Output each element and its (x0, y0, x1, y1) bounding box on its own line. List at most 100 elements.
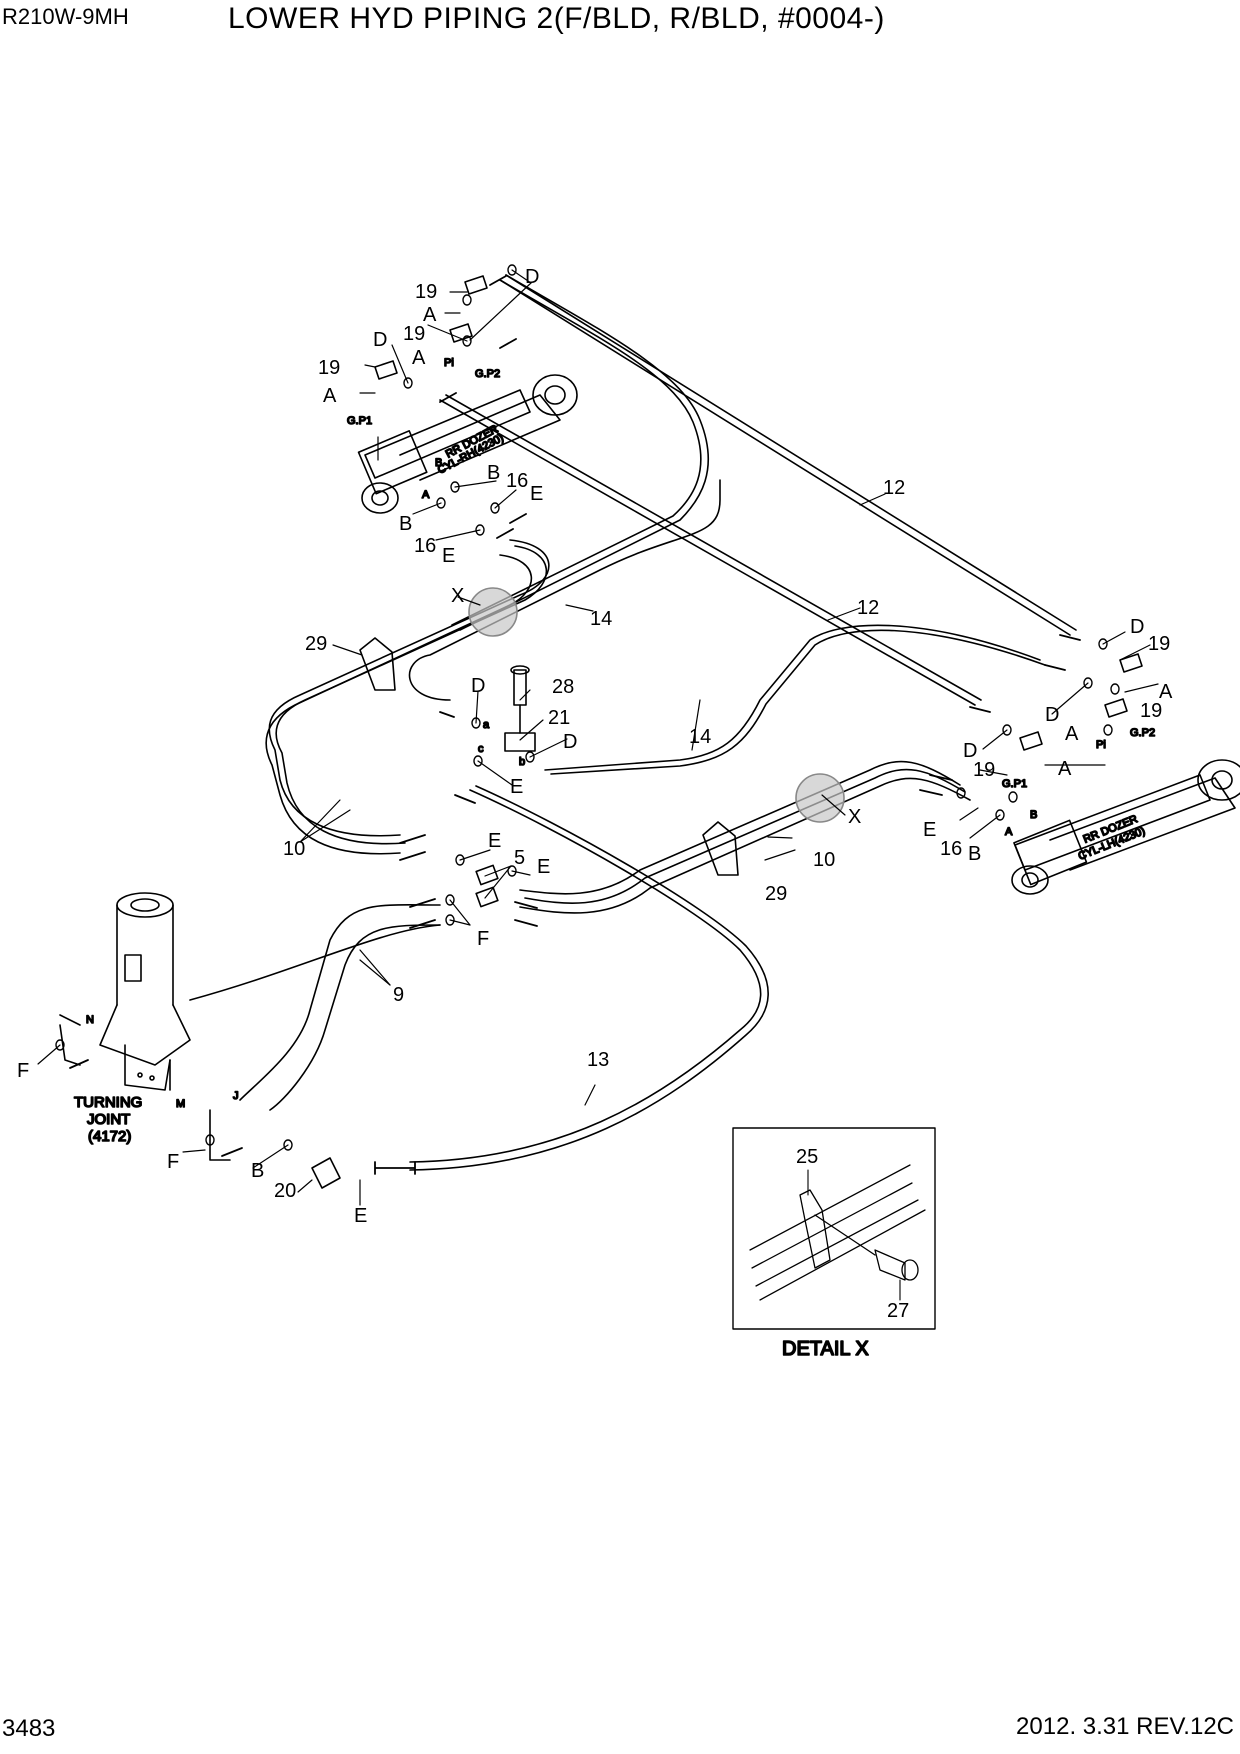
callout-e-4: E (923, 819, 936, 841)
port-gp1-rh: G.P1 (347, 415, 372, 427)
port-b-lh: B (1030, 809, 1037, 821)
hose-10-left (265, 539, 550, 855)
callout-a-b: A (412, 347, 426, 369)
callout-a-c: A (323, 385, 337, 407)
detail-x-caption: DETAIL X (782, 1338, 869, 1360)
callout-d-3: D (471, 675, 485, 697)
hose-9 (189, 904, 441, 1111)
turning-joint (59, 892, 231, 1161)
model-code: R210W-9MH (2, 4, 129, 29)
o-rings (55, 264, 1120, 1151)
hose-end-fittings (69, 275, 1081, 1175)
port-m: M (176, 1098, 185, 1110)
callout-13: 13 (587, 1049, 609, 1071)
hose-13 (409, 785, 769, 1171)
callout-e-2: E (442, 545, 455, 567)
callout-20: 20 (274, 1180, 296, 1202)
callout-e-5: E (488, 830, 501, 852)
callout-19-b: 19 (403, 323, 425, 345)
callout-12-a: 12 (883, 477, 905, 499)
tee-fitting-21 (504, 665, 536, 752)
port-pi-lh: Pi (1096, 739, 1106, 751)
callout-a-d: A (1159, 681, 1173, 703)
hose-12-upper (499, 274, 1077, 636)
callout-f-3: F (167, 1151, 179, 1173)
detail-x-box (732, 1127, 936, 1330)
callout-14-b: 14 (689, 726, 711, 748)
hose-12-lower (439, 394, 982, 706)
turning-joint-label-2: JOINT (87, 1111, 130, 1128)
port-j: J (233, 1090, 239, 1102)
callout-29-a: 29 (305, 633, 327, 655)
callout-f-1: F (477, 928, 489, 950)
page-title: LOWER HYD PIPING 2(F/BLD, R/BLD, #0004-) (228, 2, 885, 35)
leader-lines (37, 269, 1159, 1206)
callout-e-7: E (354, 1205, 367, 1227)
callout-d-b: D (373, 329, 387, 351)
turning-joint-label-1: TURNING (74, 1094, 142, 1111)
page-number: 3483 (2, 1715, 56, 1742)
tee-port-a: a (483, 719, 490, 731)
callout-25: 25 (796, 1146, 818, 1168)
port-gp2-rh: G.P2 (475, 368, 500, 380)
callout-b-4: B (251, 1160, 264, 1182)
callout-28: 28 (552, 676, 574, 698)
callout-a-f: A (1058, 758, 1072, 780)
callout-labels: 19 D A 19 A D 19 A B B 16 E 16 E X 14 12… (17, 266, 1173, 1322)
hose-upper-loop (451, 274, 710, 631)
hose-14 (408, 479, 1046, 775)
port-a-lh: A (1005, 826, 1013, 838)
callout-e-1: E (530, 483, 543, 505)
callout-b-1: B (487, 462, 500, 484)
callout-16-c: 16 (940, 838, 962, 860)
callout-b-2: B (399, 513, 412, 535)
callout-b-3: B (968, 843, 981, 865)
revision-date: 2012. 3.31 REV.12C (1016, 1713, 1234, 1740)
port-n: N (86, 1014, 94, 1026)
callout-x-1: X (451, 585, 464, 607)
callout-10-a: 10 (283, 838, 305, 860)
callout-12-b: 12 (857, 597, 879, 619)
callout-19-c: 19 (318, 357, 340, 379)
callout-19-f: 19 (973, 759, 995, 781)
callout-e-3: E (510, 776, 523, 798)
callout-x-2: X (848, 806, 861, 828)
port-a-rh: A (422, 489, 430, 501)
detail-x-marker-upper[interactable] (468, 587, 518, 637)
port-gp1-lh: G.P1 (1002, 778, 1027, 790)
callout-14-a: 14 (590, 608, 612, 630)
hose-10-right (519, 760, 971, 914)
callout-16-b: 16 (414, 535, 436, 557)
callout-a-e: A (1065, 723, 1079, 745)
callout-9: 9 (393, 984, 404, 1006)
port-pi-rh: Pi (444, 357, 454, 369)
elbow-20 (311, 1157, 341, 1189)
callout-f-2: F (17, 1060, 29, 1082)
tee-port-c: c (478, 743, 484, 755)
callout-21: 21 (548, 707, 570, 729)
callout-d-4: D (563, 731, 577, 753)
callout-e-6: E (537, 856, 550, 878)
callout-29-b: 29 (765, 883, 787, 905)
callout-5: 5 (514, 847, 525, 869)
dozer-cylinder-lh (1011, 759, 1240, 895)
elbow-fittings-19 (374, 275, 1143, 751)
callout-19-a: 19 (415, 281, 437, 303)
callout-d-7: D (963, 740, 977, 762)
hose-clamps-29 (359, 637, 739, 876)
callout-d-5: D (1130, 616, 1144, 638)
callout-27: 27 (887, 1300, 909, 1322)
callout-16-a: 16 (506, 470, 528, 492)
callout-19-e: 19 (1140, 700, 1162, 722)
tee-port-b: b (519, 756, 525, 768)
turning-joint-label-3: (4172) (88, 1128, 131, 1145)
detail-x-marker-lower[interactable] (795, 773, 845, 823)
callout-19-d: 19 (1148, 633, 1170, 655)
callout-d-6: D (1045, 704, 1059, 726)
port-gp2-lh: G.P2 (1130, 727, 1155, 739)
port-b-rh: B (435, 457, 442, 469)
callout-d-a: D (525, 266, 539, 288)
callout-10-b: 10 (813, 849, 835, 871)
callout-a-a: A (423, 304, 437, 326)
